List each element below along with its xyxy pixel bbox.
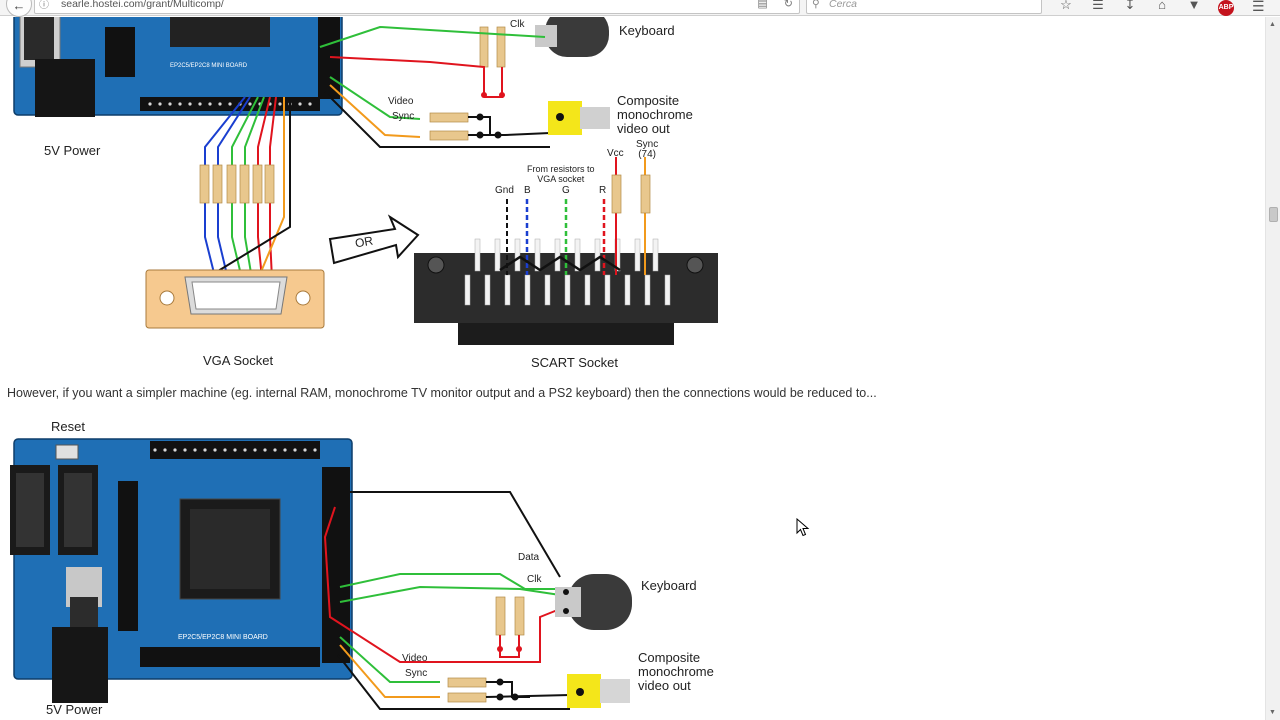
keyboard-label-bottom: Keyboard bbox=[641, 578, 697, 593]
arrow-left-icon: ← bbox=[12, 0, 26, 13]
keyboard-label-top: Keyboard bbox=[619, 23, 675, 38]
scart-from-resistors-note: From resistors to VGA socket bbox=[527, 164, 595, 184]
composite-label-top: Composite monochrome video out bbox=[617, 94, 693, 136]
composite-line3: video out bbox=[617, 121, 670, 136]
download-icon[interactable]: ↧ bbox=[1124, 0, 1136, 12]
adblock-icon[interactable]: ABP bbox=[1210, 0, 1242, 16]
composite-line3-bottom: video out bbox=[638, 678, 691, 693]
reset-label: Reset bbox=[51, 419, 85, 434]
body-paragraph: However, if you want a simpler machine (… bbox=[7, 386, 877, 400]
video-label-bottom: Video bbox=[402, 653, 428, 664]
scart-sync-line2: (74) bbox=[638, 149, 657, 160]
url-bar[interactable]: ⓘ searle.hostei.com/grant/Multicomp/ ▤ ↻ bbox=[34, 0, 800, 14]
pocket-icon[interactable]: ▼ bbox=[1187, 0, 1201, 12]
bookmarks-list-icon[interactable]: ☰ bbox=[1092, 0, 1104, 12]
vga-socket-shape bbox=[145, 269, 325, 329]
scart-pin-sync: Sync (74) bbox=[636, 140, 658, 160]
scart-socket-shape bbox=[414, 238, 718, 345]
clk-label-top: Clk bbox=[510, 19, 525, 30]
reader-view-icon[interactable]: ▤ bbox=[757, 0, 768, 10]
svg-text:EP2C5/EP2C8 MINI BOARD: EP2C5/EP2C8 MINI BOARD bbox=[170, 63, 248, 69]
mouse-cursor-icon bbox=[796, 518, 810, 537]
page-content: EP2C5/EP2C8 MINI BOARD bbox=[0, 17, 1264, 720]
search-bar[interactable]: ⚲ Cerca bbox=[806, 0, 1042, 14]
scart-note-line2: VGA socket bbox=[537, 174, 585, 184]
scart-pin-g: G bbox=[562, 185, 570, 196]
clk-label-bottom: Clk bbox=[527, 574, 542, 585]
scroll-thumb[interactable] bbox=[1269, 207, 1278, 222]
url-text: searle.hostei.com/grant/Multicomp/ bbox=[61, 0, 224, 10]
search-placeholder: Cerca bbox=[829, 0, 858, 10]
scart-socket-label: SCART Socket bbox=[531, 355, 618, 370]
sync-label-bottom: Sync bbox=[405, 668, 428, 679]
back-button[interactable]: ← bbox=[6, 0, 32, 17]
hamburger-menu-icon[interactable]: ☰ bbox=[1252, 0, 1265, 14]
scart-pin-b: B bbox=[524, 185, 531, 196]
reload-icon[interactable]: ↻ bbox=[783, 0, 793, 10]
connection-diagram-simple: EP2C5/EP2C8 MINI BOARD bbox=[10, 438, 632, 710]
adblock-badge: ABP bbox=[1218, 0, 1234, 16]
scart-pin-vcc: Vcc bbox=[607, 148, 624, 159]
scart-pin-r: R bbox=[599, 185, 607, 196]
scart-pin-gnd: Gnd bbox=[495, 185, 514, 196]
vga-resistors bbox=[199, 164, 275, 204]
browser-toolbar: ← ⓘ searle.hostei.com/grant/Multicomp/ ▤… bbox=[0, 0, 1280, 17]
video-label-top: Video bbox=[388, 96, 414, 107]
power-label-top: 5V Power bbox=[44, 143, 101, 158]
home-icon[interactable]: ⌂ bbox=[1158, 0, 1166, 12]
data-label-bottom: Data bbox=[518, 552, 540, 563]
composite-line1: Composite bbox=[617, 93, 680, 108]
composite-line2: monochrome bbox=[617, 107, 693, 122]
sync-label-top: Sync bbox=[392, 111, 415, 122]
scart-sync-line1: Sync bbox=[636, 139, 659, 150]
power-label-bottom: 5V Power bbox=[46, 702, 103, 717]
vertical-scrollbar[interactable]: ▲ ▼ bbox=[1265, 17, 1280, 720]
fpga-board-top: EP2C5/EP2C8 MINI BOARD bbox=[13, 17, 343, 117]
bookmark-star-icon[interactable]: ☆ bbox=[1060, 0, 1072, 12]
fpga-board-bottom: EP2C5/EP2C8 MINI BOARD bbox=[10, 438, 353, 703]
scart-note-line1: From resistors to bbox=[527, 164, 595, 174]
keyboard-connector-top bbox=[535, 17, 609, 57]
connection-diagram-vga-scart: EP2C5/EP2C8 MINI BOARD bbox=[13, 17, 718, 345]
composite-label-bottom: Composite monochrome video out bbox=[638, 651, 714, 693]
composite-line2-bottom: monochrome bbox=[638, 664, 714, 679]
keyboard-connector-bottom bbox=[555, 574, 632, 630]
or-arrow bbox=[328, 214, 420, 265]
vga-socket-label: VGA Socket bbox=[203, 353, 274, 368]
scroll-down-icon[interactable]: ▼ bbox=[1269, 709, 1276, 716]
board-silkscreen-text: EP2C5/EP2C8 MINI BOARD bbox=[178, 634, 268, 641]
scroll-up-icon[interactable]: ▲ bbox=[1269, 21, 1276, 28]
search-icon: ⚲ bbox=[812, 0, 820, 10]
composite-line1-bottom: Composite bbox=[638, 650, 701, 665]
info-icon[interactable]: ⓘ bbox=[39, 0, 49, 11]
